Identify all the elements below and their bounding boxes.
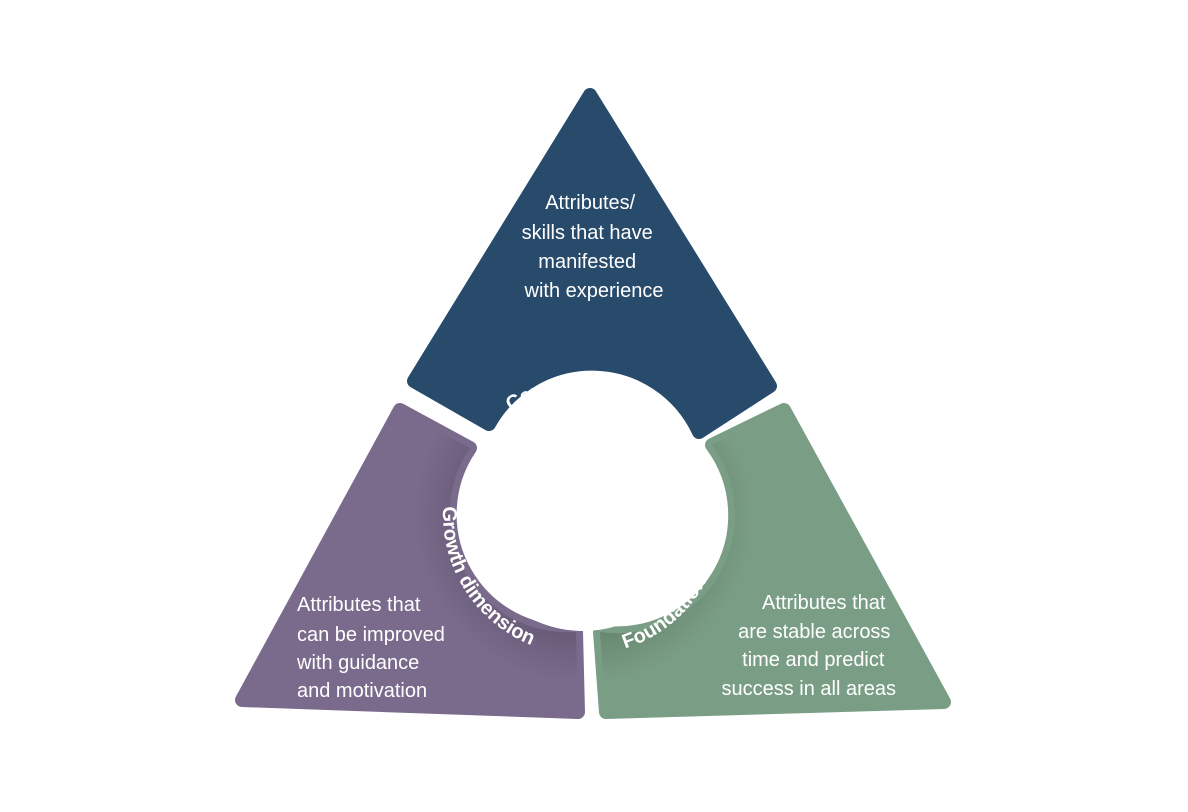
career-line: skills that have: [522, 222, 653, 244]
growth-shadow: [242, 410, 578, 712]
foundational-segment: Attributes that are stable across time a…: [593, 403, 951, 719]
foundational-line: success in all areas: [721, 678, 896, 700]
growth-line: and motivation: [297, 680, 427, 702]
career-description: Attributes/ skills that have manifested …: [522, 192, 664, 302]
foundational-shadow: [600, 410, 944, 712]
growth-line: Attributes that: [297, 594, 421, 616]
growth-line: with guidance: [296, 652, 419, 674]
growth-line: can be improved: [297, 624, 445, 646]
career-segment: Attributes/ skills that have manifested …: [407, 88, 777, 439]
foundational-line: are stable across: [738, 621, 890, 643]
foundational-description: Attributes that are stable across time a…: [721, 592, 896, 700]
career-line: manifested: [538, 251, 636, 273]
career-line: with experience: [524, 280, 664, 302]
center-circle: [467, 399, 699, 631]
foundational-line: time and predict: [742, 649, 885, 671]
foundational-line: Attributes that: [762, 592, 886, 614]
career-line: Attributes/: [545, 192, 635, 214]
career-shape: [407, 88, 777, 439]
growth-description: Attributes that can be improved with gui…: [296, 594, 450, 702]
